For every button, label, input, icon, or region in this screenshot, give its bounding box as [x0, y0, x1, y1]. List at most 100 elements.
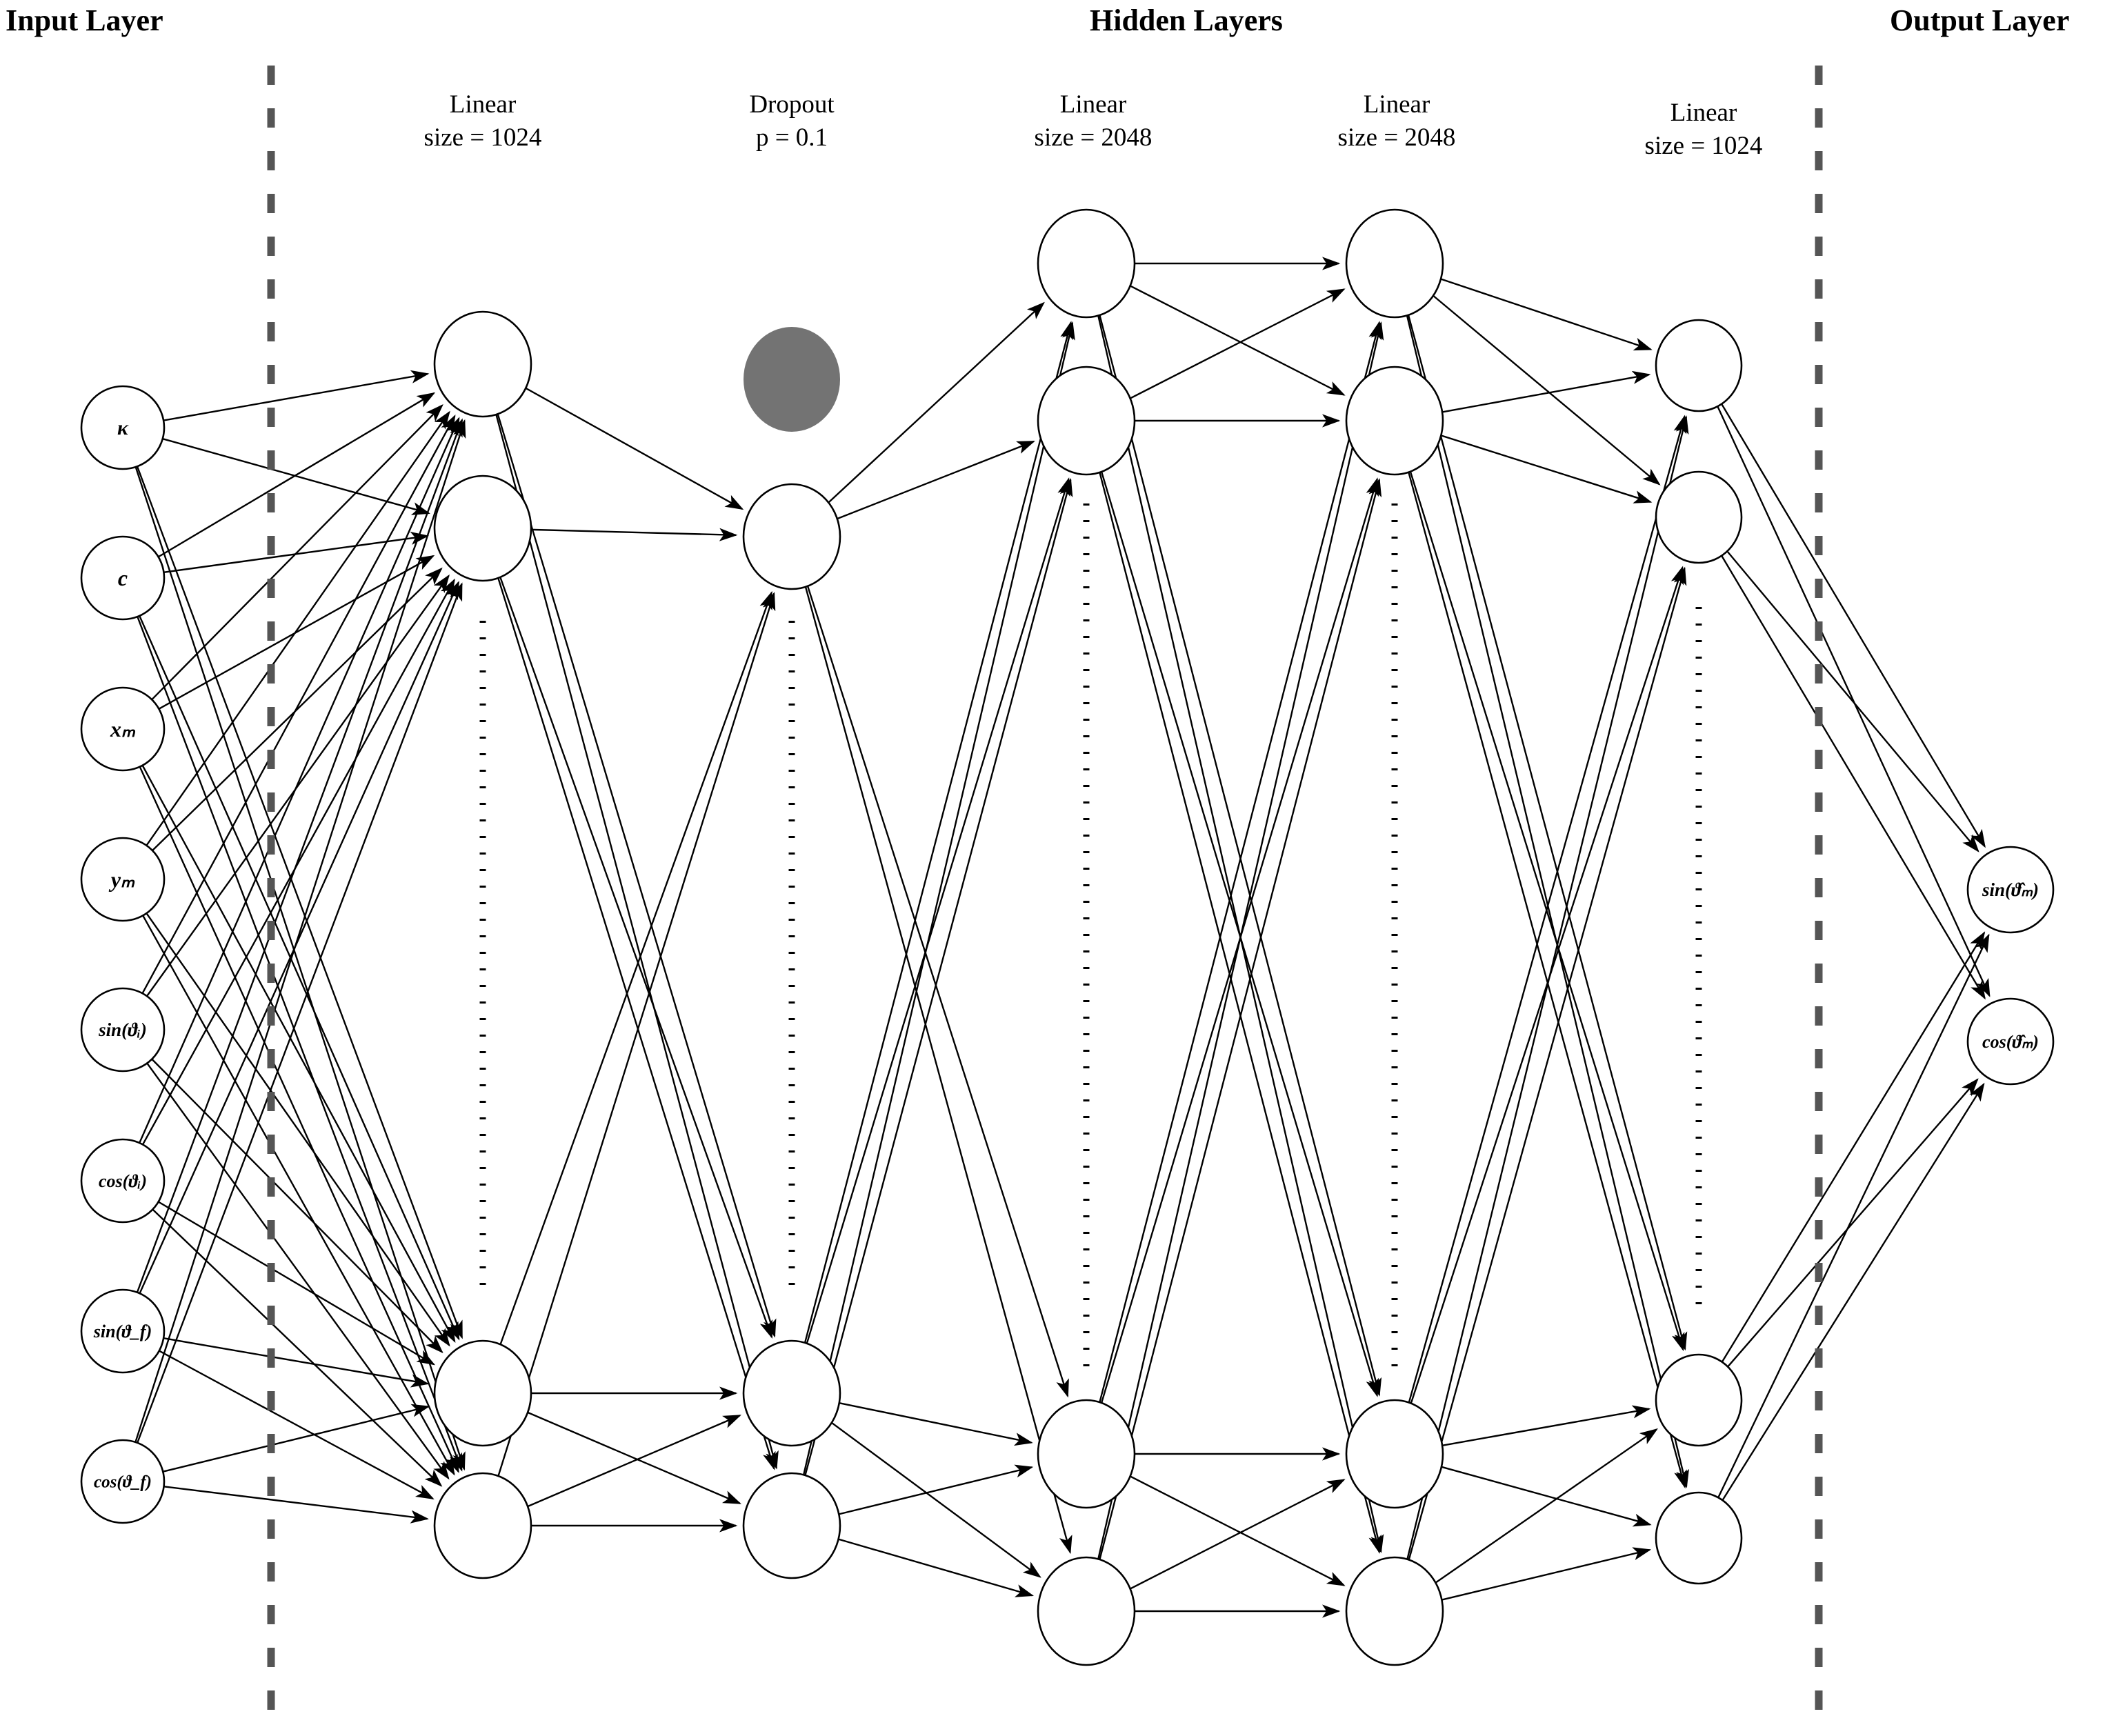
input-node-y_m[interactable]: yₘ: [80, 837, 166, 922]
header-output: Output Layer: [1890, 3, 2070, 37]
hidden-node-h-dropout-2[interactable]: [742, 1472, 841, 1579]
layer-label-linear-2048-a: Linear size = 2048: [955, 88, 1231, 154]
connection-edge: [1727, 1078, 1979, 1368]
output-node-cos-theta-m-hat-label: cos(ϑ̂ₘ): [1982, 1032, 2039, 1052]
connection-edge: [804, 586, 1073, 1555]
input-node-cos-theta-f[interactable]: cos(ϑ_f): [80, 1439, 166, 1524]
connection-edge: [1441, 370, 1651, 413]
input-node-sin-theta-i[interactable]: sin(ϑᵢ): [80, 987, 166, 1072]
layer-label-linear-2048-b: Linear size = 2048: [1259, 88, 1535, 154]
connection-edge: [1099, 472, 1382, 1554]
hidden-node-h-linear-1024-b-2[interactable]: [1655, 1353, 1743, 1447]
output-node-sin-theta-m-hat-label: sin(ϑ̂ₘ): [1982, 879, 2039, 900]
connection-edge: [1435, 1428, 1658, 1584]
input-node-c[interactable]: c: [80, 535, 166, 621]
input-node-kappa[interactable]: κ: [80, 385, 166, 470]
connection-edge: [157, 392, 436, 558]
hidden-node-h-linear-1024-b-1[interactable]: [1655, 470, 1743, 564]
connection-edge: [1097, 321, 1384, 1559]
connection-edge: [162, 1404, 430, 1473]
connection-edge: [139, 766, 459, 1473]
connection-edge: [497, 413, 777, 1338]
connection-edge: [497, 592, 776, 1477]
hidden-node-h-linear-2048-b-1[interactable]: [1345, 366, 1444, 476]
connection-edge: [139, 615, 460, 1341]
hidden-node-h-linear-1024-a-3[interactable]: [433, 1472, 532, 1579]
hidden-node-h-dropout-1[interactable]: [742, 1339, 841, 1447]
connection-edge: [1099, 315, 1382, 1397]
connection-edge: [1721, 931, 1986, 1363]
connection-edge: [1407, 315, 1688, 1351]
hidden-node-h-linear-1024-a-0[interactable]: [433, 310, 532, 418]
hidden-node-h-linear-1024-b-3[interactable]: [1655, 1491, 1743, 1585]
connection-edge: [1408, 415, 1687, 1403]
hidden-node-h-linear-2048-b-0[interactable]: [1345, 208, 1444, 319]
connection-edge: [1433, 295, 1661, 486]
hidden-node-h-linear-1024-a-1[interactable]: [433, 475, 532, 582]
hidden-node-h-dropout-0[interactable]: [742, 483, 841, 590]
connection-edge: [152, 1208, 443, 1487]
layer-label-type: Linear: [1363, 90, 1430, 119]
connection-edge: [1440, 278, 1653, 351]
connection-edge: [530, 528, 738, 541]
connection-edge: [163, 1337, 430, 1388]
input-node-x_m[interactable]: xₘ: [80, 686, 166, 772]
connection-edge: [146, 1062, 450, 1480]
connection-edge: [1130, 1479, 1346, 1590]
layer-label-param: size = 2048: [1337, 123, 1456, 152]
connection-edge: [804, 478, 1073, 1476]
dropout-node[interactable]: [744, 327, 840, 432]
hidden-node-h-linear-2048-a-3[interactable]: [1037, 1556, 1136, 1666]
connection-edge: [142, 915, 455, 1476]
connection-edge: [1721, 403, 1986, 848]
hidden-node-h-linear-2048-a-1[interactable]: [1037, 366, 1136, 476]
hidden-node-h-linear-2048-b-3[interactable]: [1345, 1556, 1444, 1666]
input-node-c-label: c: [118, 566, 128, 590]
connection-edge: [499, 577, 773, 1339]
connection-edge: [137, 616, 463, 1472]
connection-edge: [134, 419, 466, 1443]
connection-edge: [151, 1058, 443, 1354]
layer-label-type: Linear: [1059, 90, 1127, 119]
connection-edge: [163, 370, 430, 421]
node-group: κ c xₘ yₘ sin(ϑᵢ) cos(ϑᵢ) sin(ϑ_f) cos(ϑ_f) sin(…: [80, 208, 2055, 1666]
connection-edge: [146, 410, 450, 846]
connection-edge: [525, 387, 744, 510]
connection-edge: [163, 1486, 429, 1524]
connection-edge: [497, 577, 776, 1470]
connection-edge: [527, 1415, 741, 1508]
output-node-cos-theta-m-hat[interactable]: cos(ϑ̂ₘ): [1966, 997, 2055, 1086]
connection-edge: [1441, 1466, 1652, 1527]
hidden-node-h-linear-2048-b-2[interactable]: [1345, 1399, 1444, 1509]
connection-edge: [1408, 472, 1687, 1489]
connection-edge: [134, 466, 466, 1471]
input-node-sin-theta-i-label: sin(ϑᵢ): [98, 1019, 147, 1040]
output-node-sin-theta-m-hat[interactable]: sin(ϑ̂ₘ): [1966, 846, 2055, 934]
hidden-node-h-linear-1024-a-2[interactable]: [433, 1339, 532, 1447]
layer-label-param: size = 1024: [423, 123, 542, 152]
connection-edge: [804, 321, 1073, 1344]
connection-edge: [151, 403, 443, 701]
connection-edge: [1441, 1547, 1652, 1601]
layer-label-param: size = 2048: [1034, 123, 1153, 152]
hidden-node-h-linear-1024-b-0[interactable]: [1655, 319, 1743, 412]
connection-edge: [1130, 288, 1346, 399]
input-node-cos-theta-i[interactable]: cos(ϑᵢ): [80, 1138, 166, 1224]
input-node-y_m-label: yₘ: [108, 867, 135, 892]
connection-edge: [137, 582, 463, 1444]
hidden-node-h-linear-2048-a-0[interactable]: [1037, 208, 1136, 319]
connection-edge: [839, 1464, 1034, 1515]
input-node-cos-theta-i-label: cos(ϑᵢ): [99, 1171, 147, 1191]
connection-edge: [831, 1421, 1041, 1578]
connection-edge: [806, 477, 1070, 1344]
ellipsis-group: [479, 503, 1702, 1373]
input-node-sin-theta-f[interactable]: sin(ϑ_f): [80, 1288, 166, 1374]
connection-edge: [499, 590, 772, 1345]
connection-edge: [1130, 1475, 1346, 1586]
hidden-node-h-linear-2048-a-2[interactable]: [1037, 1399, 1136, 1509]
connection-edge: [1722, 1082, 1985, 1501]
connection-edge: [1408, 566, 1687, 1560]
